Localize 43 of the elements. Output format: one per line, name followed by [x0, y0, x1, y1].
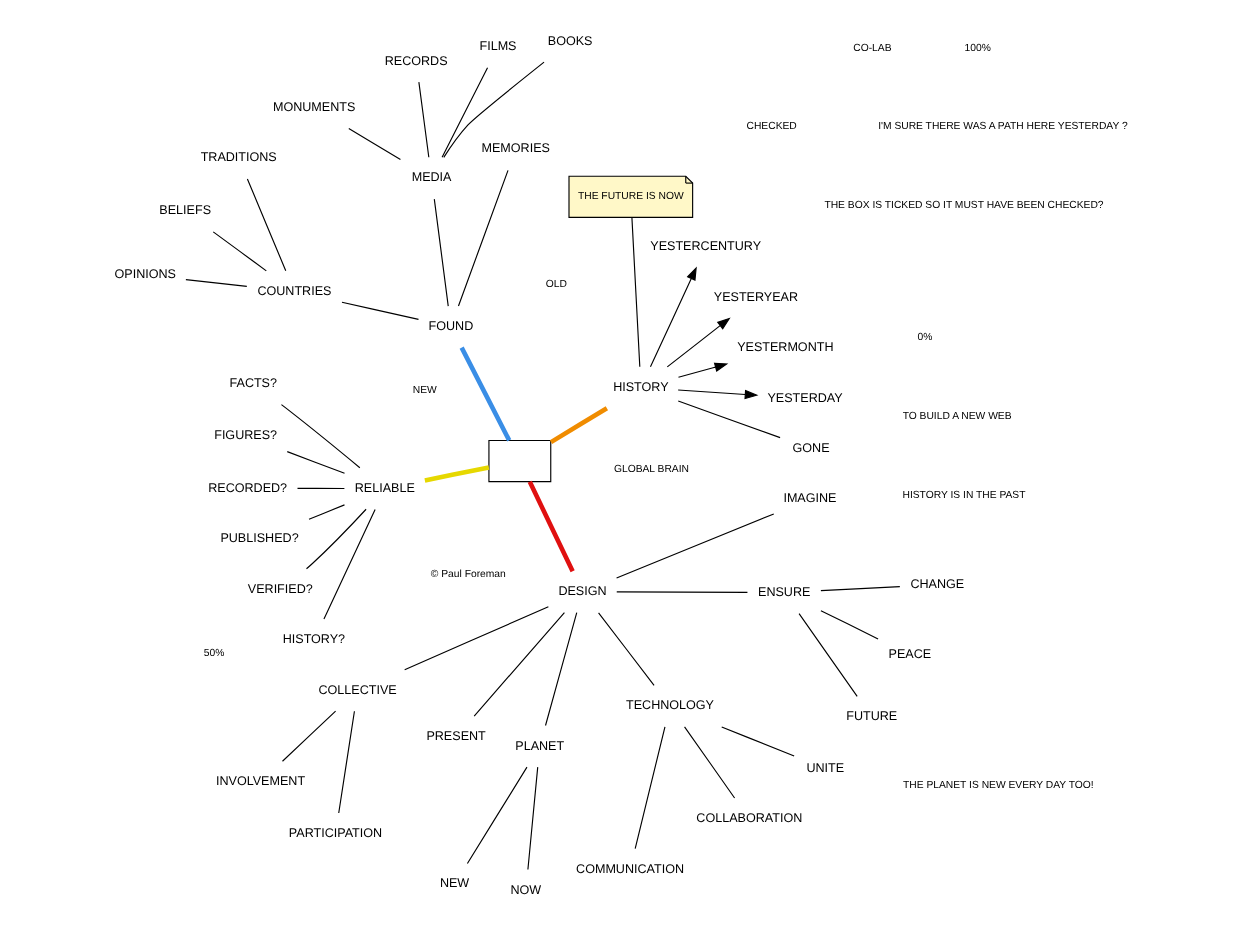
connector — [337, 710, 354, 814]
arrow — [676, 362, 728, 378]
connector — [819, 586, 900, 592]
connector — [417, 81, 429, 158]
connector — [615, 513, 774, 579]
connector — [526, 766, 538, 871]
connector — [432, 198, 448, 307]
connector — [465, 766, 527, 865]
connector — [285, 451, 345, 474]
arrow — [676, 389, 758, 400]
connector — [633, 726, 665, 850]
connector — [279, 404, 360, 469]
connector — [440, 67, 488, 158]
node-box — [487, 439, 551, 483]
connector — [597, 612, 654, 686]
connector — [543, 612, 577, 727]
connector — [630, 217, 640, 368]
connector — [720, 726, 794, 757]
connector — [472, 612, 564, 717]
connector — [797, 613, 857, 697]
connector — [682, 726, 735, 799]
connector — [819, 610, 878, 640]
connector — [295, 487, 344, 490]
connector — [458, 346, 511, 442]
connector — [548, 406, 608, 445]
connector — [615, 591, 748, 593]
connector — [304, 508, 366, 570]
connector — [676, 400, 780, 439]
connector — [184, 279, 247, 287]
connector — [245, 178, 286, 272]
connector — [322, 508, 375, 620]
connector — [403, 606, 548, 671]
arrow — [648, 266, 696, 368]
connector — [211, 231, 266, 272]
connector — [340, 301, 419, 320]
connector — [526, 480, 574, 573]
connector — [280, 710, 336, 762]
connector — [347, 128, 400, 161]
arrow — [665, 317, 730, 368]
connector — [307, 504, 345, 520]
connector — [423, 465, 489, 483]
connector — [456, 169, 508, 307]
connector — [442, 61, 544, 158]
